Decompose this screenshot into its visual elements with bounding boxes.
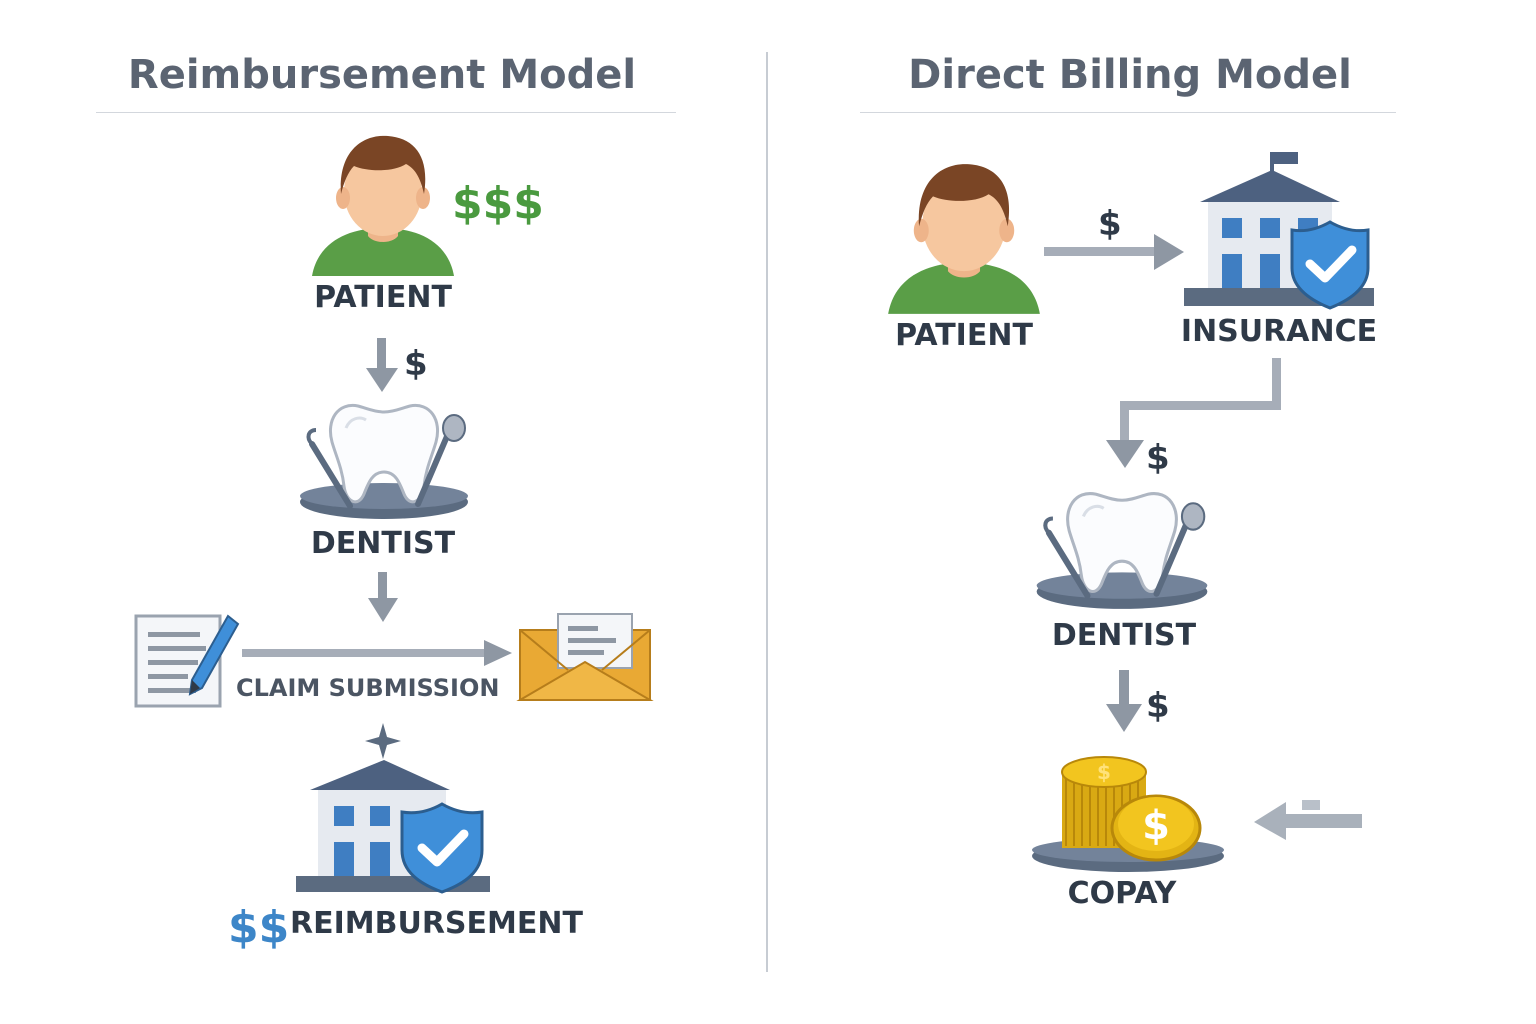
right-panel-title: Direct Billing Model [908, 52, 1352, 98]
left-patient-label: PATIENT [314, 280, 452, 315]
right-patient-label: PATIENT [895, 318, 1033, 353]
dentist-to-copay-dollar: $ [1146, 686, 1170, 726]
svg-text:$: $ [1142, 803, 1170, 849]
arrow-insurance-to-dentist [1106, 358, 1281, 468]
claim-form-icon [134, 614, 240, 708]
patient-money-amount: $$$ [452, 178, 544, 229]
insurance-building-icon-right [1184, 152, 1374, 310]
right-title-rule [860, 112, 1396, 113]
insurance-building-icon [296, 760, 490, 894]
patient-icon [312, 135, 454, 276]
coins-icon: $ $ [1032, 756, 1224, 872]
insurance-to-dentist-dollar: $ [1146, 438, 1170, 478]
tooth-icon [300, 403, 468, 519]
left-dentist-label: DENTIST [310, 526, 456, 561]
left-panel-title: Reimbursement Model [127, 52, 637, 98]
claim-submission-arrow [242, 640, 512, 666]
claim-submission-label: CLAIM SUBMISSION [236, 674, 500, 702]
reimbursement-label: REIMBURSEMENT [290, 906, 583, 941]
envelope-icon [516, 613, 654, 701]
arrow-patient-to-insurance [1044, 234, 1184, 270]
arrow-down-dentist-to-claim [368, 572, 398, 622]
patient-to-insurance-dollar: $ [1098, 204, 1122, 244]
svg-text:$: $ [1097, 760, 1111, 784]
sparkle-icon [365, 723, 401, 759]
tooth-icon-right [1036, 492, 1208, 609]
reimbursement-money: $$ [228, 902, 290, 953]
panel-divider [766, 52, 768, 972]
left-title-rule [96, 112, 676, 113]
right-dentist-label: DENTIST [1051, 618, 1197, 653]
copay-label: COPAY [1067, 876, 1177, 911]
insurance-label: INSURANCE [1180, 314, 1378, 349]
arrow-dentist-to-copay [1106, 670, 1142, 732]
arrow-into-copay [1254, 800, 1362, 840]
patient-icon-right [888, 164, 1040, 314]
arrow-down-patient-to-dentist [366, 338, 398, 392]
pay-arrow-dollar: $ [404, 344, 428, 384]
